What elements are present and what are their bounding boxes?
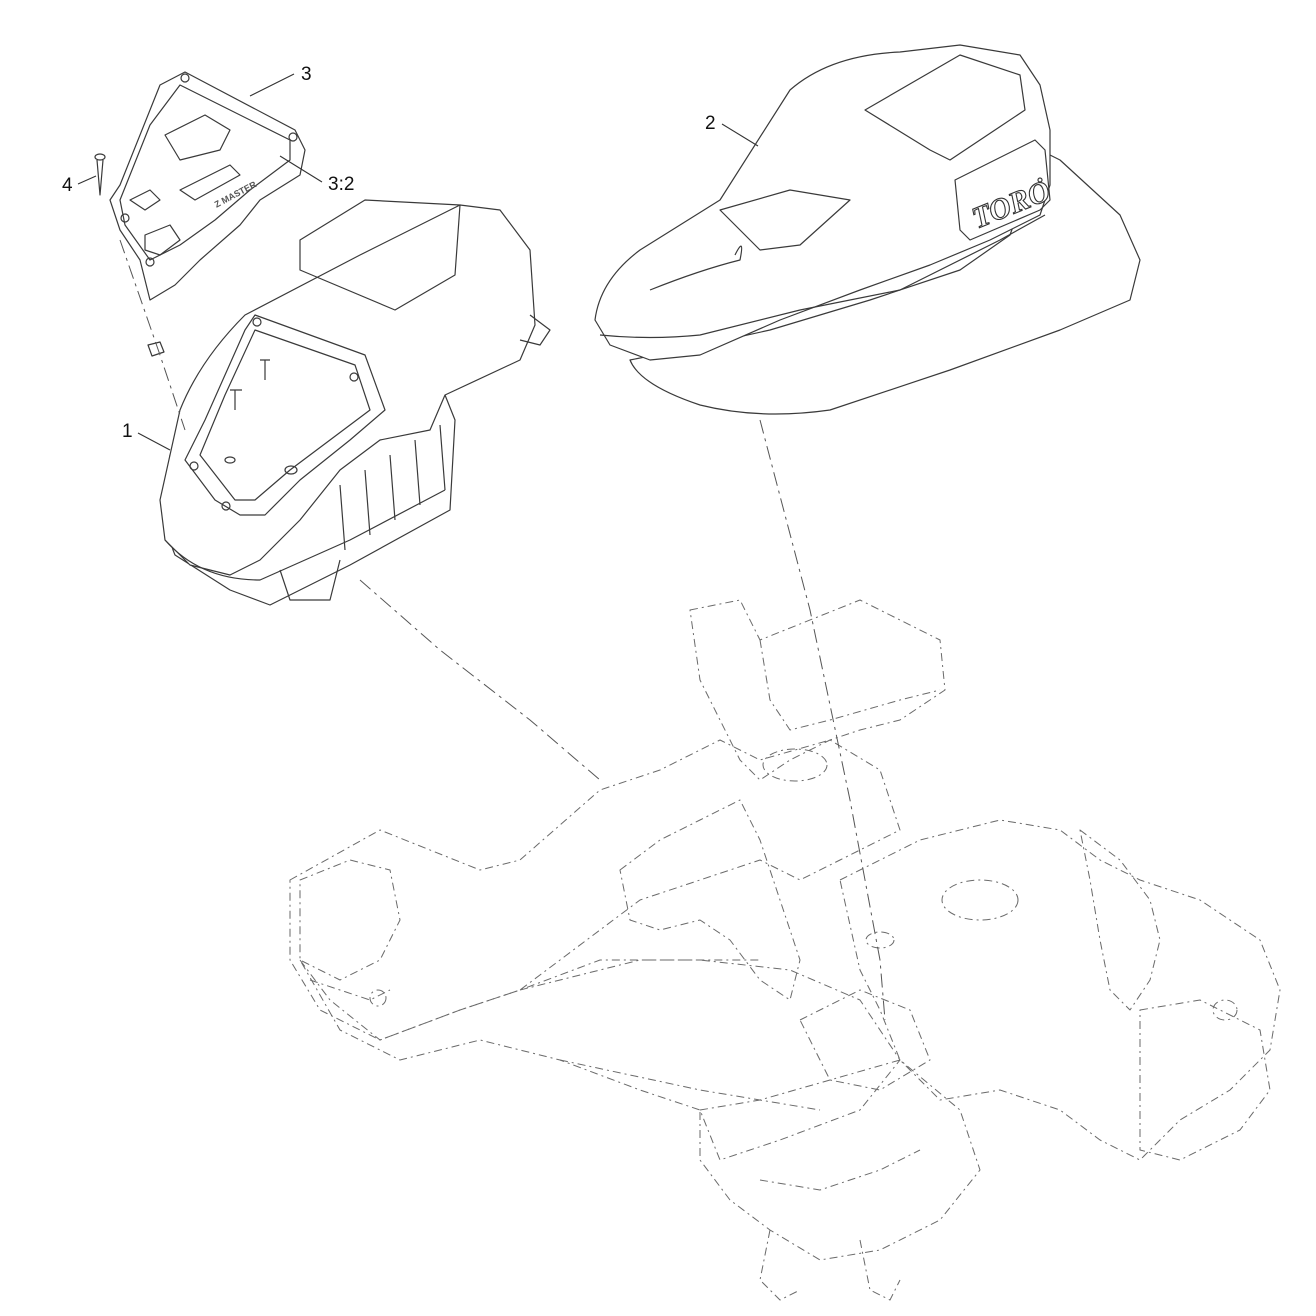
callout-3-2: 3:2 bbox=[328, 174, 354, 195]
left-console-pod bbox=[159, 199, 551, 606]
assembly-centerlines bbox=[119, 239, 886, 1021]
callout-1: 1 bbox=[122, 421, 133, 442]
callout-leaders bbox=[77, 73, 759, 451]
callout-4: 4 bbox=[62, 175, 73, 196]
callout-2: 2 bbox=[705, 113, 716, 134]
callout-3: 3 bbox=[301, 64, 312, 85]
mower-frame bbox=[289, 599, 1281, 1301]
panel-screw bbox=[94, 153, 106, 196]
callout-labels: 1 2 3 3:2 4 bbox=[62, 64, 716, 442]
control-panel: Z MASTER bbox=[109, 71, 306, 301]
right-seat-hood: TORO bbox=[594, 44, 1141, 415]
